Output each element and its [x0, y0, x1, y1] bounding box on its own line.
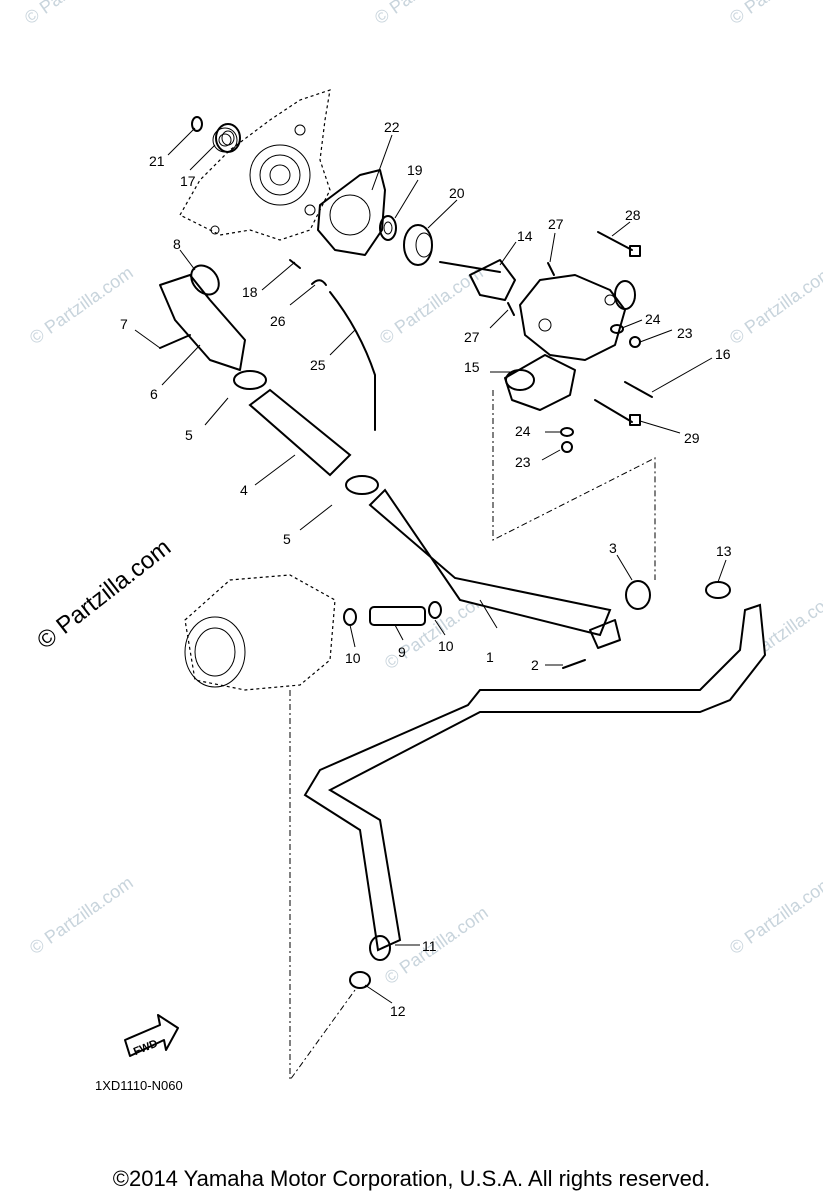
callout-25: 25 — [310, 357, 326, 373]
hose-11 — [303, 603, 767, 952]
hose-4 — [248, 388, 352, 477]
pipe-6 — [159, 274, 246, 371]
callout-5-upper: 5 — [185, 427, 193, 443]
callout-14: 14 — [517, 228, 533, 244]
callout-4: 4 — [240, 482, 248, 498]
callout-24-upper: 24 — [645, 311, 661, 327]
reference-line — [492, 390, 656, 580]
pin-27-upper — [547, 262, 555, 276]
clamp-5-lower — [345, 475, 379, 495]
pin-18 — [289, 259, 301, 269]
callout-7: 7 — [120, 316, 128, 332]
callout-21: 21 — [149, 153, 165, 169]
callout-13: 13 — [716, 543, 732, 559]
bolt-23-upper — [629, 336, 641, 348]
callout-3: 3 — [609, 540, 617, 556]
bolt-28-head — [629, 245, 641, 257]
callout-11: 11 — [422, 938, 437, 954]
washer-24-upper — [610, 324, 624, 334]
callout-22: 22 — [384, 119, 400, 135]
clamp-13 — [705, 581, 731, 599]
callout-24-lower: 24 — [515, 423, 531, 439]
callout-6: 6 — [150, 386, 158, 402]
callout-19: 19 — [407, 162, 423, 178]
callout-17: 17 — [180, 173, 196, 189]
watermark: © Partzilla.com — [26, 872, 137, 958]
bolt-2 — [562, 659, 586, 669]
clamp-26 — [311, 279, 327, 286]
big-watermark: © Partzilla.com — [32, 534, 176, 655]
crankcase-cover — [179, 89, 331, 241]
watermark: © Partzilla.com — [726, 872, 823, 958]
callout-23-upper: 23 — [677, 325, 693, 341]
hose-25 — [329, 291, 376, 431]
copyright-notice: ©2014 Yamaha Motor Corporation, U.S.A. A… — [112, 1166, 711, 1191]
callout-10-left: 10 — [345, 650, 361, 666]
pin-27-lower — [507, 302, 515, 316]
callout-16: 16 — [715, 346, 731, 362]
callout-2: 2 — [531, 657, 539, 673]
watermark: © Partzilla.com — [726, 262, 823, 348]
watermark: © Partzilla.com — [371, 0, 482, 28]
callout-5-lower: 5 — [283, 531, 291, 547]
callout-15: 15 — [464, 359, 480, 375]
callout-26: 26 — [270, 313, 286, 329]
callouts: 1 2 3 4 5 5 6 7 8 9 10 10 11 12 13 14 15… — [120, 119, 732, 1019]
callout-28: 28 — [625, 207, 641, 223]
washer-24-lower — [560, 427, 574, 437]
callout-27-lower: 27 — [464, 329, 480, 345]
callout-9: 9 — [398, 644, 406, 660]
hose-11-end — [369, 935, 391, 961]
bolt-28 — [597, 231, 633, 251]
hose-9 — [369, 606, 426, 626]
watermark: © Partzilla.com — [726, 0, 823, 28]
callout-29: 29 — [684, 430, 700, 446]
bolt-23-lower — [561, 441, 573, 453]
watermarks: © Partzilla.com © Partzilla.com © Partzi… — [21, 0, 823, 988]
seal-19 — [379, 215, 397, 241]
callout-27-upper: 27 — [548, 216, 564, 232]
bolt-7 — [159, 334, 191, 349]
callout-18: 18 — [242, 284, 258, 300]
pipe-flange — [589, 619, 621, 649]
reference-line — [289, 690, 356, 1082]
callout-23-lower: 23 — [515, 454, 531, 470]
oil-filter — [184, 574, 336, 691]
callout-1: 1 — [486, 649, 494, 665]
fwd-label: FWD — [132, 1038, 160, 1059]
fwd-arrow-icon: FWD — [124, 1014, 179, 1059]
callout-8: 8 — [173, 236, 181, 252]
leader-lines — [134, 127, 727, 1004]
clamp-10-left — [343, 608, 357, 626]
water-pump-cover — [519, 274, 636, 361]
o-ring-3 — [625, 580, 651, 610]
pipe-1 — [368, 488, 612, 637]
gasket-22 — [317, 169, 386, 256]
callout-10-right: 10 — [438, 638, 454, 654]
elbow-15 — [504, 354, 576, 411]
seal-20 — [403, 224, 433, 266]
watermark: © Partzilla.com — [26, 262, 137, 348]
bolt-29 — [594, 399, 633, 423]
callout-12: 12 — [390, 1003, 406, 1019]
impeller-shaft-14 — [439, 259, 516, 301]
bolt-16 — [624, 381, 653, 398]
o-ring-8 — [190, 264, 220, 296]
clamp-10-right — [428, 601, 442, 619]
parts-diagram: © Partzilla.com © Partzilla.com © Partzi… — [21, 0, 823, 1093]
bolt-29-head — [629, 414, 641, 426]
clamp-5-upper — [233, 370, 267, 390]
callout-20: 20 — [449, 185, 465, 201]
bearing-17 — [191, 116, 241, 153]
watermark: © Partzilla.com — [21, 0, 132, 28]
clamp-12 — [349, 971, 371, 989]
diagram-code: 1XD1110-N060 — [95, 1078, 183, 1093]
